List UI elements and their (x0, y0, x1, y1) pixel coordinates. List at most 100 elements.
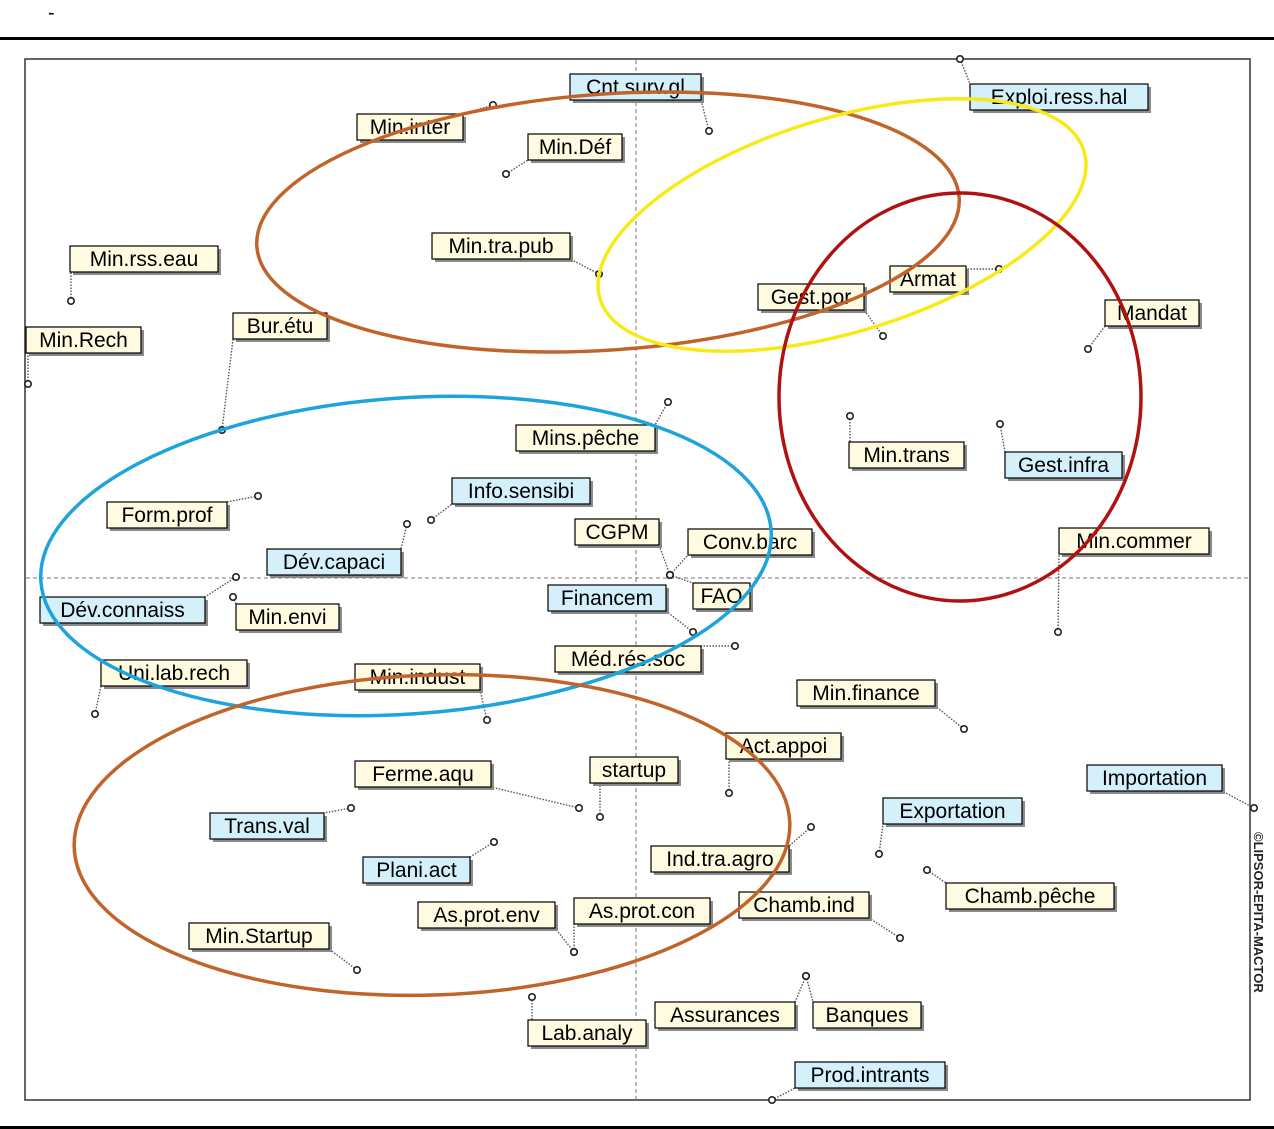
point-as-prot-con (569, 947, 578, 956)
actor-min-tra-pub[interactable]: Min.tra.pub (431, 232, 573, 262)
point-cnt-surv-gl (704, 127, 713, 136)
point-fao (665, 570, 674, 579)
point-gest-infra (995, 419, 1004, 428)
leader-line-financem (665, 610, 694, 633)
actor-exportation[interactable]: Exportation (882, 797, 1025, 827)
actor-plani-act[interactable]: Plani.act (362, 856, 473, 886)
point-mandat (1084, 344, 1093, 353)
actor-armat[interactable]: Armat (889, 265, 969, 295)
point-min-startup (352, 965, 361, 974)
actor-bur-etu[interactable]: Bur.étu (232, 312, 330, 342)
actor-financem[interactable]: Financem (547, 584, 669, 614)
actor-exploi-ress-hal[interactable]: Exploi.ress.hal (969, 83, 1151, 113)
actor-min-rss-eau[interactable]: Min.rss.eau (69, 245, 221, 275)
ellipse-middle-left-cluster (38, 394, 774, 718)
actor-cnt-surv-gl[interactable]: Cnt.surv.gl (569, 73, 704, 103)
label-box (1058, 527, 1210, 555)
leader-line-conv-barc (669, 554, 689, 576)
point-min-indust (482, 715, 491, 724)
actor-min-envi[interactable]: Min.envi (235, 603, 342, 633)
point-gest-por (878, 331, 887, 340)
point-min-finance (959, 724, 968, 733)
actor-startup[interactable]: startup (589, 756, 681, 786)
actor-min-trans[interactable]: Min.trans (848, 441, 967, 471)
watermark-text: ©LIPSOR-EPITA-MACTOR (1251, 832, 1266, 993)
label-text: Uni.lab.rech (118, 662, 230, 685)
label-box (235, 603, 340, 631)
actor-min-finance[interactable]: Min.finance (796, 679, 938, 709)
leader-line-min-finance (934, 705, 965, 730)
actor-assurances[interactable]: Assurances (654, 1001, 798, 1031)
label-text: startup (602, 759, 666, 782)
point-dev-connaiss (232, 572, 241, 581)
point-ind-tra-agro (806, 822, 815, 831)
leader-line-min-tra-pub (569, 258, 600, 275)
leader-line-form-prof (226, 495, 259, 503)
actor-min-def[interactable]: Min.Déf (527, 133, 625, 163)
point-dev-capaci (402, 519, 411, 528)
actor-chamb-ind[interactable]: Chamb.ind (738, 891, 872, 921)
actor-lab-analy[interactable]: Lab.analy (527, 1019, 649, 1049)
leader-lines (27, 58, 1255, 1101)
label-text: Chamb.ind (753, 894, 855, 917)
actor-ferme-aqu[interactable]: Ferme.aqu (354, 760, 494, 790)
label-box (725, 732, 842, 760)
label-box (687, 528, 813, 556)
watermark: ©LIPSOR-EPITA-MACTOR (1251, 832, 1266, 993)
label-text: Mandat (1117, 302, 1187, 325)
actor-min-indust[interactable]: Min.indust (354, 663, 483, 693)
label-text: Gest.infra (1018, 454, 1109, 477)
label-box (232, 312, 328, 340)
label-text: Dév.capaci (283, 551, 385, 574)
actor-as-prot-con[interactable]: As.prot.con (573, 897, 713, 927)
actor-conv-barc[interactable]: Conv.barc (687, 528, 815, 558)
label-text: Ind.tra.agro (666, 848, 773, 871)
actor-importation[interactable]: Importation (1086, 764, 1225, 794)
label-text: CGPM (586, 521, 649, 544)
label-box (848, 441, 965, 469)
label-box (882, 797, 1023, 825)
label-box (757, 283, 865, 311)
label-box (573, 897, 711, 925)
label-box (796, 679, 936, 707)
label-box (527, 133, 623, 161)
actor-mandat[interactable]: Mandat (1104, 299, 1202, 329)
leader-line-min-startup (328, 948, 358, 971)
label-box (354, 760, 492, 788)
actor-med-res-soc[interactable]: Méd.rés.soc (554, 645, 704, 675)
label-text: Exportation (899, 800, 1005, 823)
label-box (654, 1001, 796, 1029)
actor-prod-intrants[interactable]: Prod.intrants (794, 1061, 948, 1091)
point-prod-intrants (767, 1096, 776, 1105)
leader-line-info-sensibi (430, 503, 453, 521)
point-min-rech (23, 379, 32, 388)
actor-form-prof[interactable]: Form.prof (106, 501, 230, 531)
label-text: Chamb.pêche (965, 885, 1096, 908)
actor-dev-connaiss[interactable]: Dév.connaiss (39, 596, 208, 626)
actor-as-prot-env[interactable]: As.prot.env (417, 901, 558, 931)
point-lab-analy (527, 992, 536, 1001)
label-text: Min.tra.pub (448, 235, 553, 258)
actor-act-appoi[interactable]: Act.appoi (725, 732, 844, 762)
actor-info-sensibi[interactable]: Info.sensibi (451, 477, 593, 507)
point-mins-peche (663, 397, 672, 406)
actor-uni-lab-rech[interactable]: Uni.lab.rech (100, 659, 250, 689)
ellipse-right-cluster (777, 191, 1143, 603)
actor-banques[interactable]: Banques (812, 1001, 924, 1031)
actor-ind-tra-agro[interactable]: Ind.tra.agro (650, 845, 792, 875)
actor-cgpm[interactable]: CGPM (574, 518, 662, 548)
actor-min-commer[interactable]: Min.commer (1058, 527, 1212, 557)
point-act-appoi (724, 788, 733, 797)
actor-min-rech[interactable]: Min.Rech (25, 326, 144, 356)
label-text: Dév.connaiss (60, 599, 185, 622)
actor-dev-capaci[interactable]: Dév.capaci (266, 548, 404, 578)
leader-line-gest-infra (999, 423, 1006, 453)
ellipse-top-right-cluster (596, 96, 1088, 354)
actor-mins-peche[interactable]: Mins.pêche (515, 424, 658, 454)
label-box (451, 477, 591, 505)
actor-gest-infra[interactable]: Gest.infra (1004, 451, 1125, 481)
leader-line-mins-peche (654, 401, 669, 426)
actor-chamb-peche[interactable]: Chamb.pêche (945, 882, 1117, 912)
actor-min-startup[interactable]: Min.Startup (188, 922, 332, 952)
actor-trans-val[interactable]: Trans.val (209, 812, 327, 842)
